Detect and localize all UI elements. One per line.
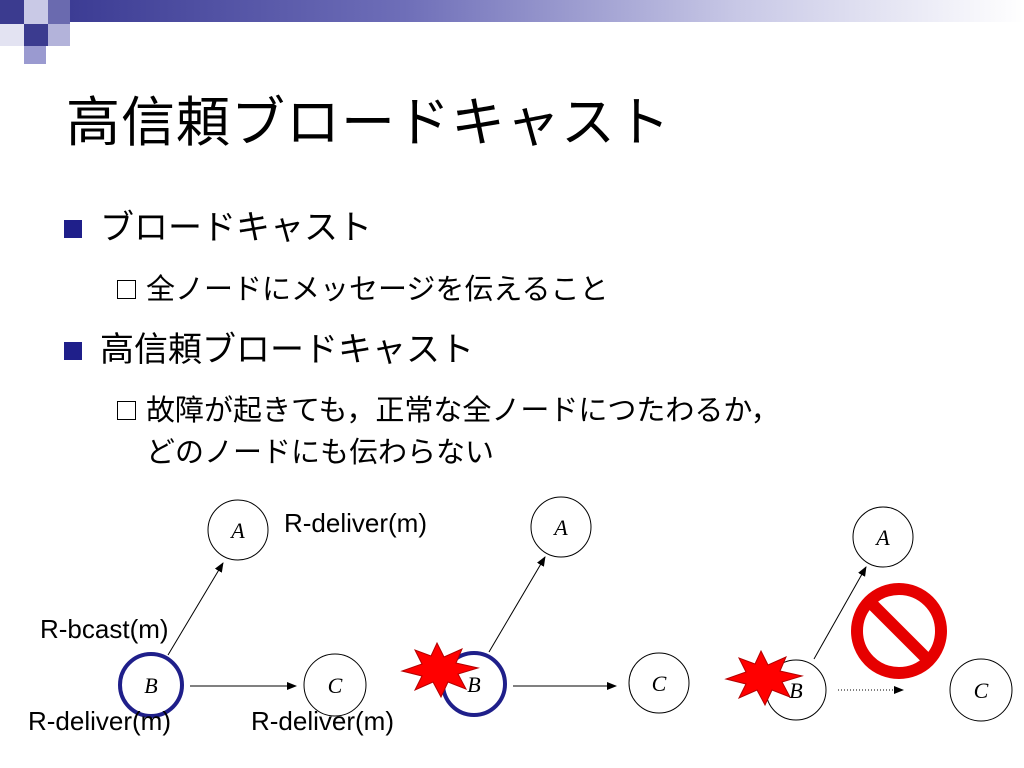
bullet-1-sub-1: 全ノードにメッセージを伝えること — [146, 272, 609, 306]
header-square-5 — [0, 24, 24, 46]
bullet-2-sub-1-line-2: どのノードにも伝わらない — [146, 435, 495, 469]
sub-bullet-box-icon — [117, 401, 136, 420]
bullet-2-text: 高信頼ブロードキャスト — [100, 330, 474, 370]
node-c-2 — [628, 652, 690, 714]
bullet-1-text: ブロードキャスト — [100, 208, 372, 248]
page-title: 高信頼ブロードキャスト — [66, 91, 671, 154]
crash-burst-icon-3 — [724, 649, 804, 707]
prohibited-icon — [851, 583, 947, 679]
node-b-2-label: B — [467, 672, 480, 697]
node-a-1-label: A — [229, 518, 245, 543]
node-b-1 — [118, 652, 184, 718]
header-square-3 — [48, 0, 70, 24]
header-square-4 — [24, 24, 48, 46]
node-a-3-label: A — [874, 525, 890, 550]
node-a-3 — [852, 506, 914, 568]
node-b-3-label: B — [789, 678, 802, 703]
r-deliver-label-b: R-deliver(m) — [28, 706, 171, 736]
r-deliver-label-a: R-deliver(m) — [284, 508, 427, 538]
crash-burst-icon-2 — [400, 641, 480, 699]
bullet-square-icon — [64, 220, 82, 238]
node-c-3-label: C — [974, 678, 989, 703]
edge-b-to-a-2 — [488, 556, 546, 653]
sub-bullet-box-icon — [117, 280, 136, 299]
edge-b-to-a-3 — [813, 566, 867, 660]
bullet-square-icon — [64, 342, 82, 360]
node-a-2 — [530, 496, 592, 558]
header-square-6 — [48, 24, 70, 46]
node-c-2-label: C — [652, 671, 667, 696]
node-a-1 — [207, 499, 269, 561]
header-square-2 — [24, 0, 48, 24]
header-square-1 — [0, 0, 24, 24]
header-gradient-band — [70, 0, 1024, 22]
node-a-2-label: A — [552, 515, 568, 540]
r-deliver-label-c: R-deliver(m) — [251, 706, 394, 736]
node-c-1 — [303, 653, 367, 717]
r-bcast-label: R-bcast(m) — [40, 614, 169, 644]
bullet-2-sub-1-line-1: 故障が起きても，正常な全ノードにつたわるか， — [146, 393, 780, 427]
header-square-7 — [24, 46, 46, 64]
node-b-1-label: B — [144, 673, 157, 698]
node-c-3 — [949, 658, 1013, 722]
edge-b-to-a-1 — [167, 562, 224, 656]
node-c-1-label: C — [328, 673, 343, 698]
